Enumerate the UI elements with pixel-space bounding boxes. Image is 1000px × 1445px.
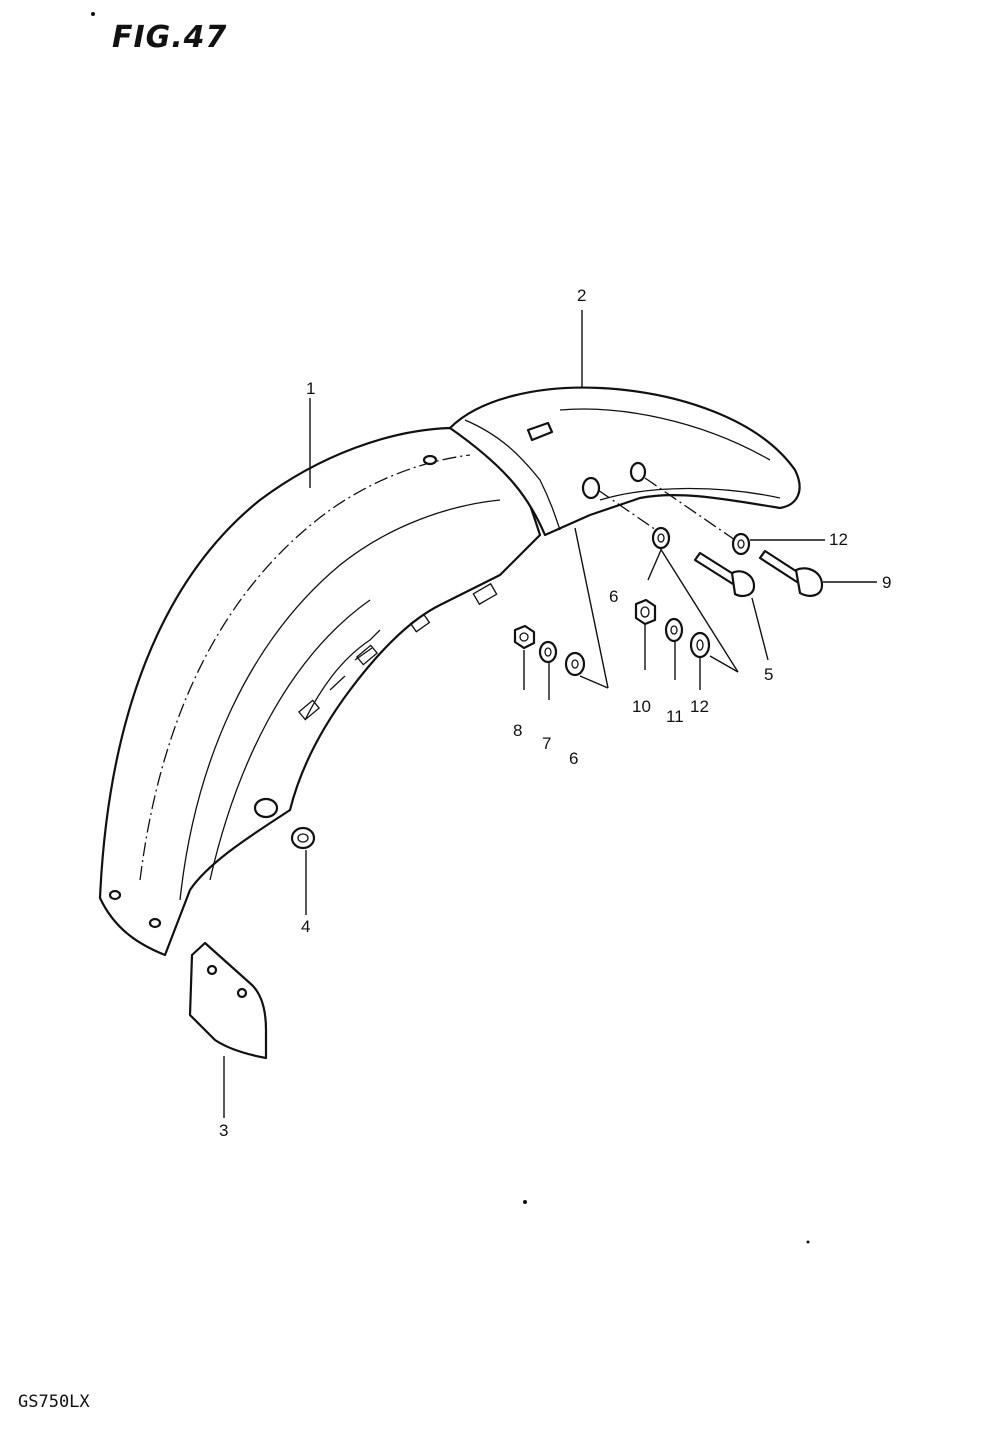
callout-6-lower: 6 (569, 749, 578, 768)
nut-part-10 (634, 598, 657, 626)
washer-part-6-upper (651, 526, 671, 550)
leader-lines (223, 310, 877, 1118)
callout-11: 11 (666, 707, 684, 726)
callout-10: 10 (632, 697, 651, 716)
mud-flap-part-3 (188, 941, 268, 1060)
washer-part-6-lower (564, 651, 586, 677)
bolt-part-9 (758, 549, 824, 597)
fastener-parts (513, 526, 751, 677)
callout-4: 4 (301, 917, 310, 936)
callout-2: 2 (577, 286, 586, 305)
nut-part-4 (290, 826, 316, 850)
callout-1: 1 (306, 379, 315, 398)
callout-12-lower: 12 (690, 697, 709, 716)
lock-washer-part-11 (664, 617, 684, 643)
fender-tip-part-2 (448, 386, 801, 537)
callout-8: 8 (513, 721, 522, 740)
nut-part-8 (513, 624, 536, 650)
washer-part-12-upper (731, 532, 751, 556)
callout-5: 5 (764, 665, 773, 684)
callout-9: 9 (882, 573, 891, 592)
callout-3: 3 (219, 1121, 228, 1140)
model-code: GS750LX (18, 1392, 90, 1412)
callout-6-upper: 6 (609, 587, 618, 606)
callout-12-upper: 12 (829, 530, 848, 549)
callout-labels: 1 2 3 4 5 6 6 7 8 9 10 11 12 12 (219, 286, 891, 1140)
lock-washer-part-7 (538, 640, 558, 664)
figure-title: FIG.47 (112, 20, 228, 55)
rear-fender-part-1 (98, 426, 542, 957)
washer-part-12-lower (689, 631, 711, 659)
callout-7: 7 (542, 734, 551, 753)
bolt-part-5 (693, 551, 756, 597)
